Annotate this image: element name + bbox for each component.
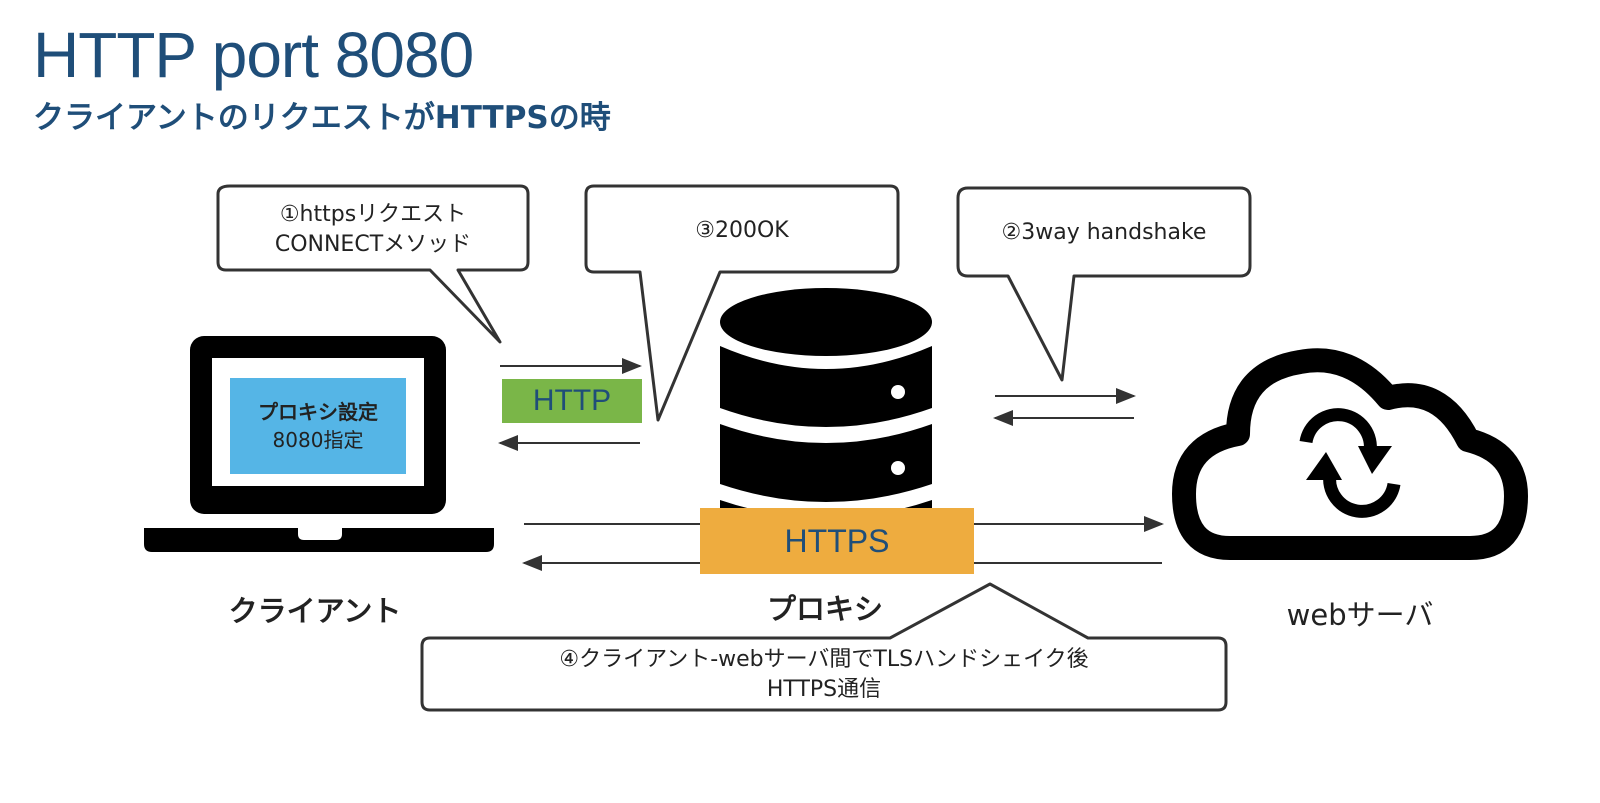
- callout-2: [956, 186, 1252, 382]
- callout-3-text: ③200OK: [588, 216, 896, 246]
- http-badge: HTTP: [502, 379, 642, 423]
- cloud-sync-icon: [1172, 348, 1528, 560]
- callout-4: [420, 582, 1228, 712]
- callout-4-text: ④クライアント-webサーバ間でTLSハンドシェイク後 HTTPS通信: [424, 645, 1224, 705]
- proxy-label: プロキシ: [766, 592, 883, 626]
- client-label: クライアント: [228, 594, 402, 628]
- callout-3: [584, 184, 900, 422]
- https-badge-label: HTTPS: [784, 522, 890, 559]
- web-server-label: webサーバ: [1286, 598, 1434, 632]
- page-subtitle: クライアントのリクエストがHTTPSの時: [33, 100, 611, 136]
- client-screen-text: プロキシ設定 8080指定: [230, 378, 406, 474]
- screen-panel: [230, 378, 406, 474]
- callout-1-text: ①httpsリクエスト CONNECTメソッド: [220, 200, 526, 260]
- callout-4-line-2: HTTPS通信: [766, 677, 882, 702]
- http-badge-label: HTTP: [532, 384, 612, 417]
- callout-1-line-1: ①httpsリクエスト: [279, 202, 467, 227]
- callout-4-line-1: ④クライアント-webサーバ間でTLSハンドシェイク後: [559, 647, 1089, 672]
- screen-line-2: 8080指定: [272, 428, 364, 452]
- callout-2-line-1: ②3way handshake: [1001, 220, 1207, 245]
- laptop-icon: [144, 336, 494, 552]
- callout-3-line-1: ③200OK: [695, 218, 789, 243]
- page-title: HTTP port 8080: [33, 19, 474, 91]
- callout-1: [216, 184, 530, 344]
- https-badge: HTTPS: [700, 508, 974, 574]
- callout-2-text: ②3way handshake: [960, 218, 1248, 248]
- callout-1-line-2: CONNECTメソッド: [274, 232, 472, 257]
- screen-line-1: プロキシ設定: [258, 400, 378, 424]
